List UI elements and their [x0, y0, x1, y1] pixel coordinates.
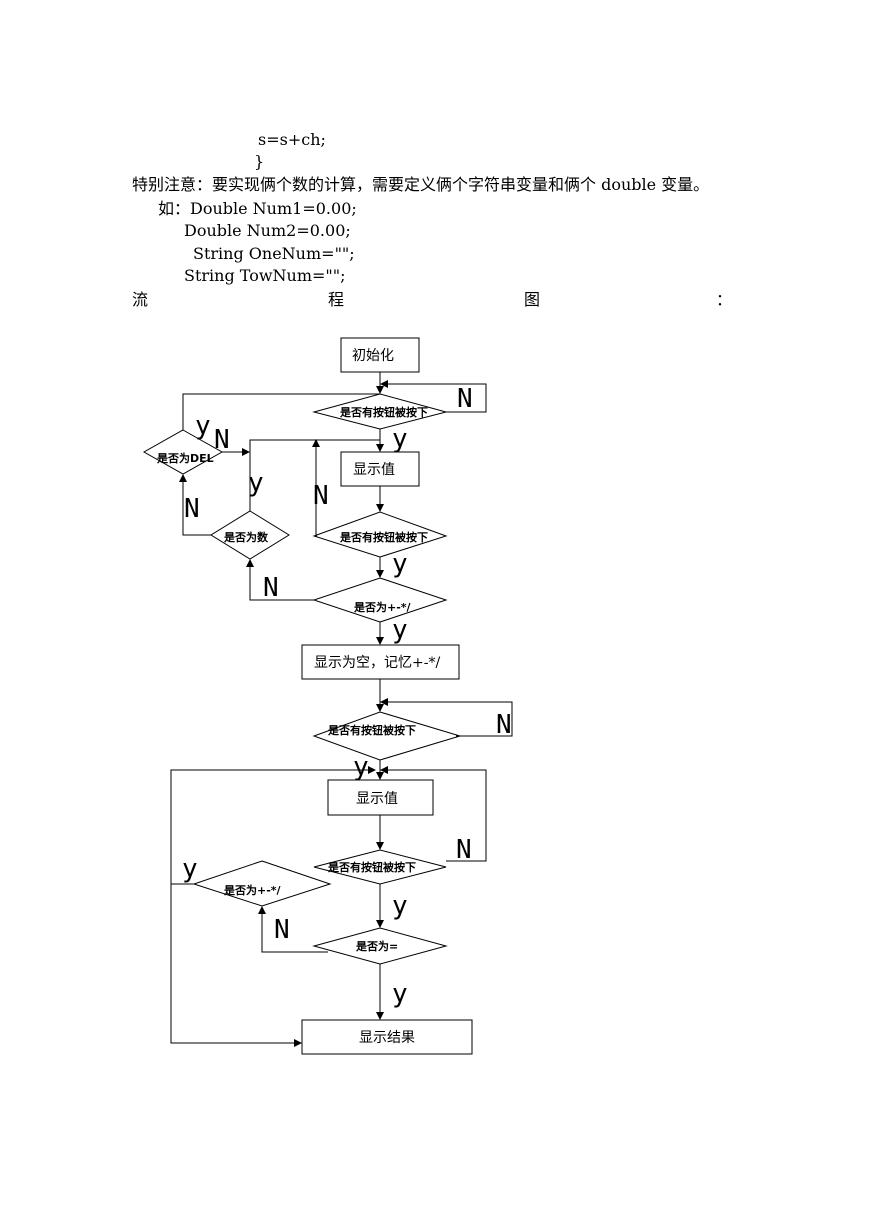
no-label-btn1: N	[457, 384, 473, 414]
is-operator-label-1: 是否为+-*/	[353, 600, 412, 614]
btn3-no-loop	[380, 698, 513, 737]
example-line-1: 如：Double Num1=0.00;	[158, 199, 357, 218]
note-text: 特别注意：要实现俩个数的计算，需要定义俩个字符串变量和俩个 double 变量。	[132, 175, 710, 194]
yes-label-number: y	[248, 468, 264, 498]
no-label-equal: N	[274, 915, 290, 945]
example-line-4: String TowNum="";	[184, 266, 346, 285]
yes-label-del: y	[195, 411, 211, 441]
yes-label-btn3: y	[353, 752, 369, 782]
heading-char-1: 流	[132, 290, 149, 309]
yes-label-btn1: y	[392, 424, 408, 454]
no-label-btn4: N	[456, 835, 472, 865]
is-number-label: 是否为数	[223, 530, 269, 544]
yes-label-op2: y	[182, 854, 198, 884]
yes-label-op1: y	[392, 615, 408, 645]
no-label-number: N	[184, 494, 200, 524]
no-label-del: N	[214, 425, 230, 455]
heading-char-2: 程	[328, 290, 345, 309]
btn1-no-loop	[380, 380, 487, 413]
btn4-no-loop	[380, 766, 487, 862]
btn2-no-loop	[312, 439, 320, 537]
clear-remember-label: 显示为空，记忆+-*/	[314, 655, 440, 671]
code-line-1: s=s+ch;	[258, 130, 326, 149]
yes-label-btn4: y	[392, 891, 408, 921]
is-operator-diamond-1	[312, 577, 448, 623]
del-yes-loop	[182, 393, 380, 430]
yes-label-equal: y	[392, 979, 408, 1009]
btn-pressed-label-2: 是否有按钮被按下	[339, 530, 428, 544]
op1-no-to-number	[246, 559, 314, 601]
left-loop	[170, 766, 376, 884]
show-result-label: 显示结果	[359, 1030, 415, 1046]
no-label-btn3: N	[496, 710, 512, 740]
show-value-label-2: 显示值	[356, 791, 398, 807]
no-label-op1: N	[263, 573, 279, 603]
heading-char-4: ：	[716, 290, 733, 309]
number-yes-loop	[249, 439, 380, 511]
no-label-btn2: N	[313, 481, 329, 511]
code-line-2: }	[254, 152, 265, 171]
init-label: 初始化	[352, 347, 394, 364]
example-line-3: String OneNum="";	[193, 244, 355, 263]
show-value-label-1: 显示值	[353, 462, 395, 478]
btn-pressed-label-3: 是否有按钮被按下	[327, 723, 416, 737]
btn-pressed-label-4: 是否有按钮被按下	[327, 860, 416, 874]
example-line-2: Double Num2=0.00;	[184, 221, 351, 240]
yes-label-btn2: y	[392, 549, 408, 579]
btn-pressed-label-1: 是否有按钮被按下	[339, 405, 428, 419]
is-operator-label-2: 是否为+-*/	[223, 883, 282, 897]
heading-char-3: 图	[524, 290, 541, 309]
number-no-to-del	[179, 474, 211, 536]
is-equal-label: 是否为=	[355, 939, 398, 953]
is-del-label: 是否为DEL	[156, 451, 214, 465]
op2-yes-to-result	[170, 883, 302, 1047]
show-result-box	[301, 1019, 473, 1055]
equal-no-to-op2	[258, 906, 328, 953]
